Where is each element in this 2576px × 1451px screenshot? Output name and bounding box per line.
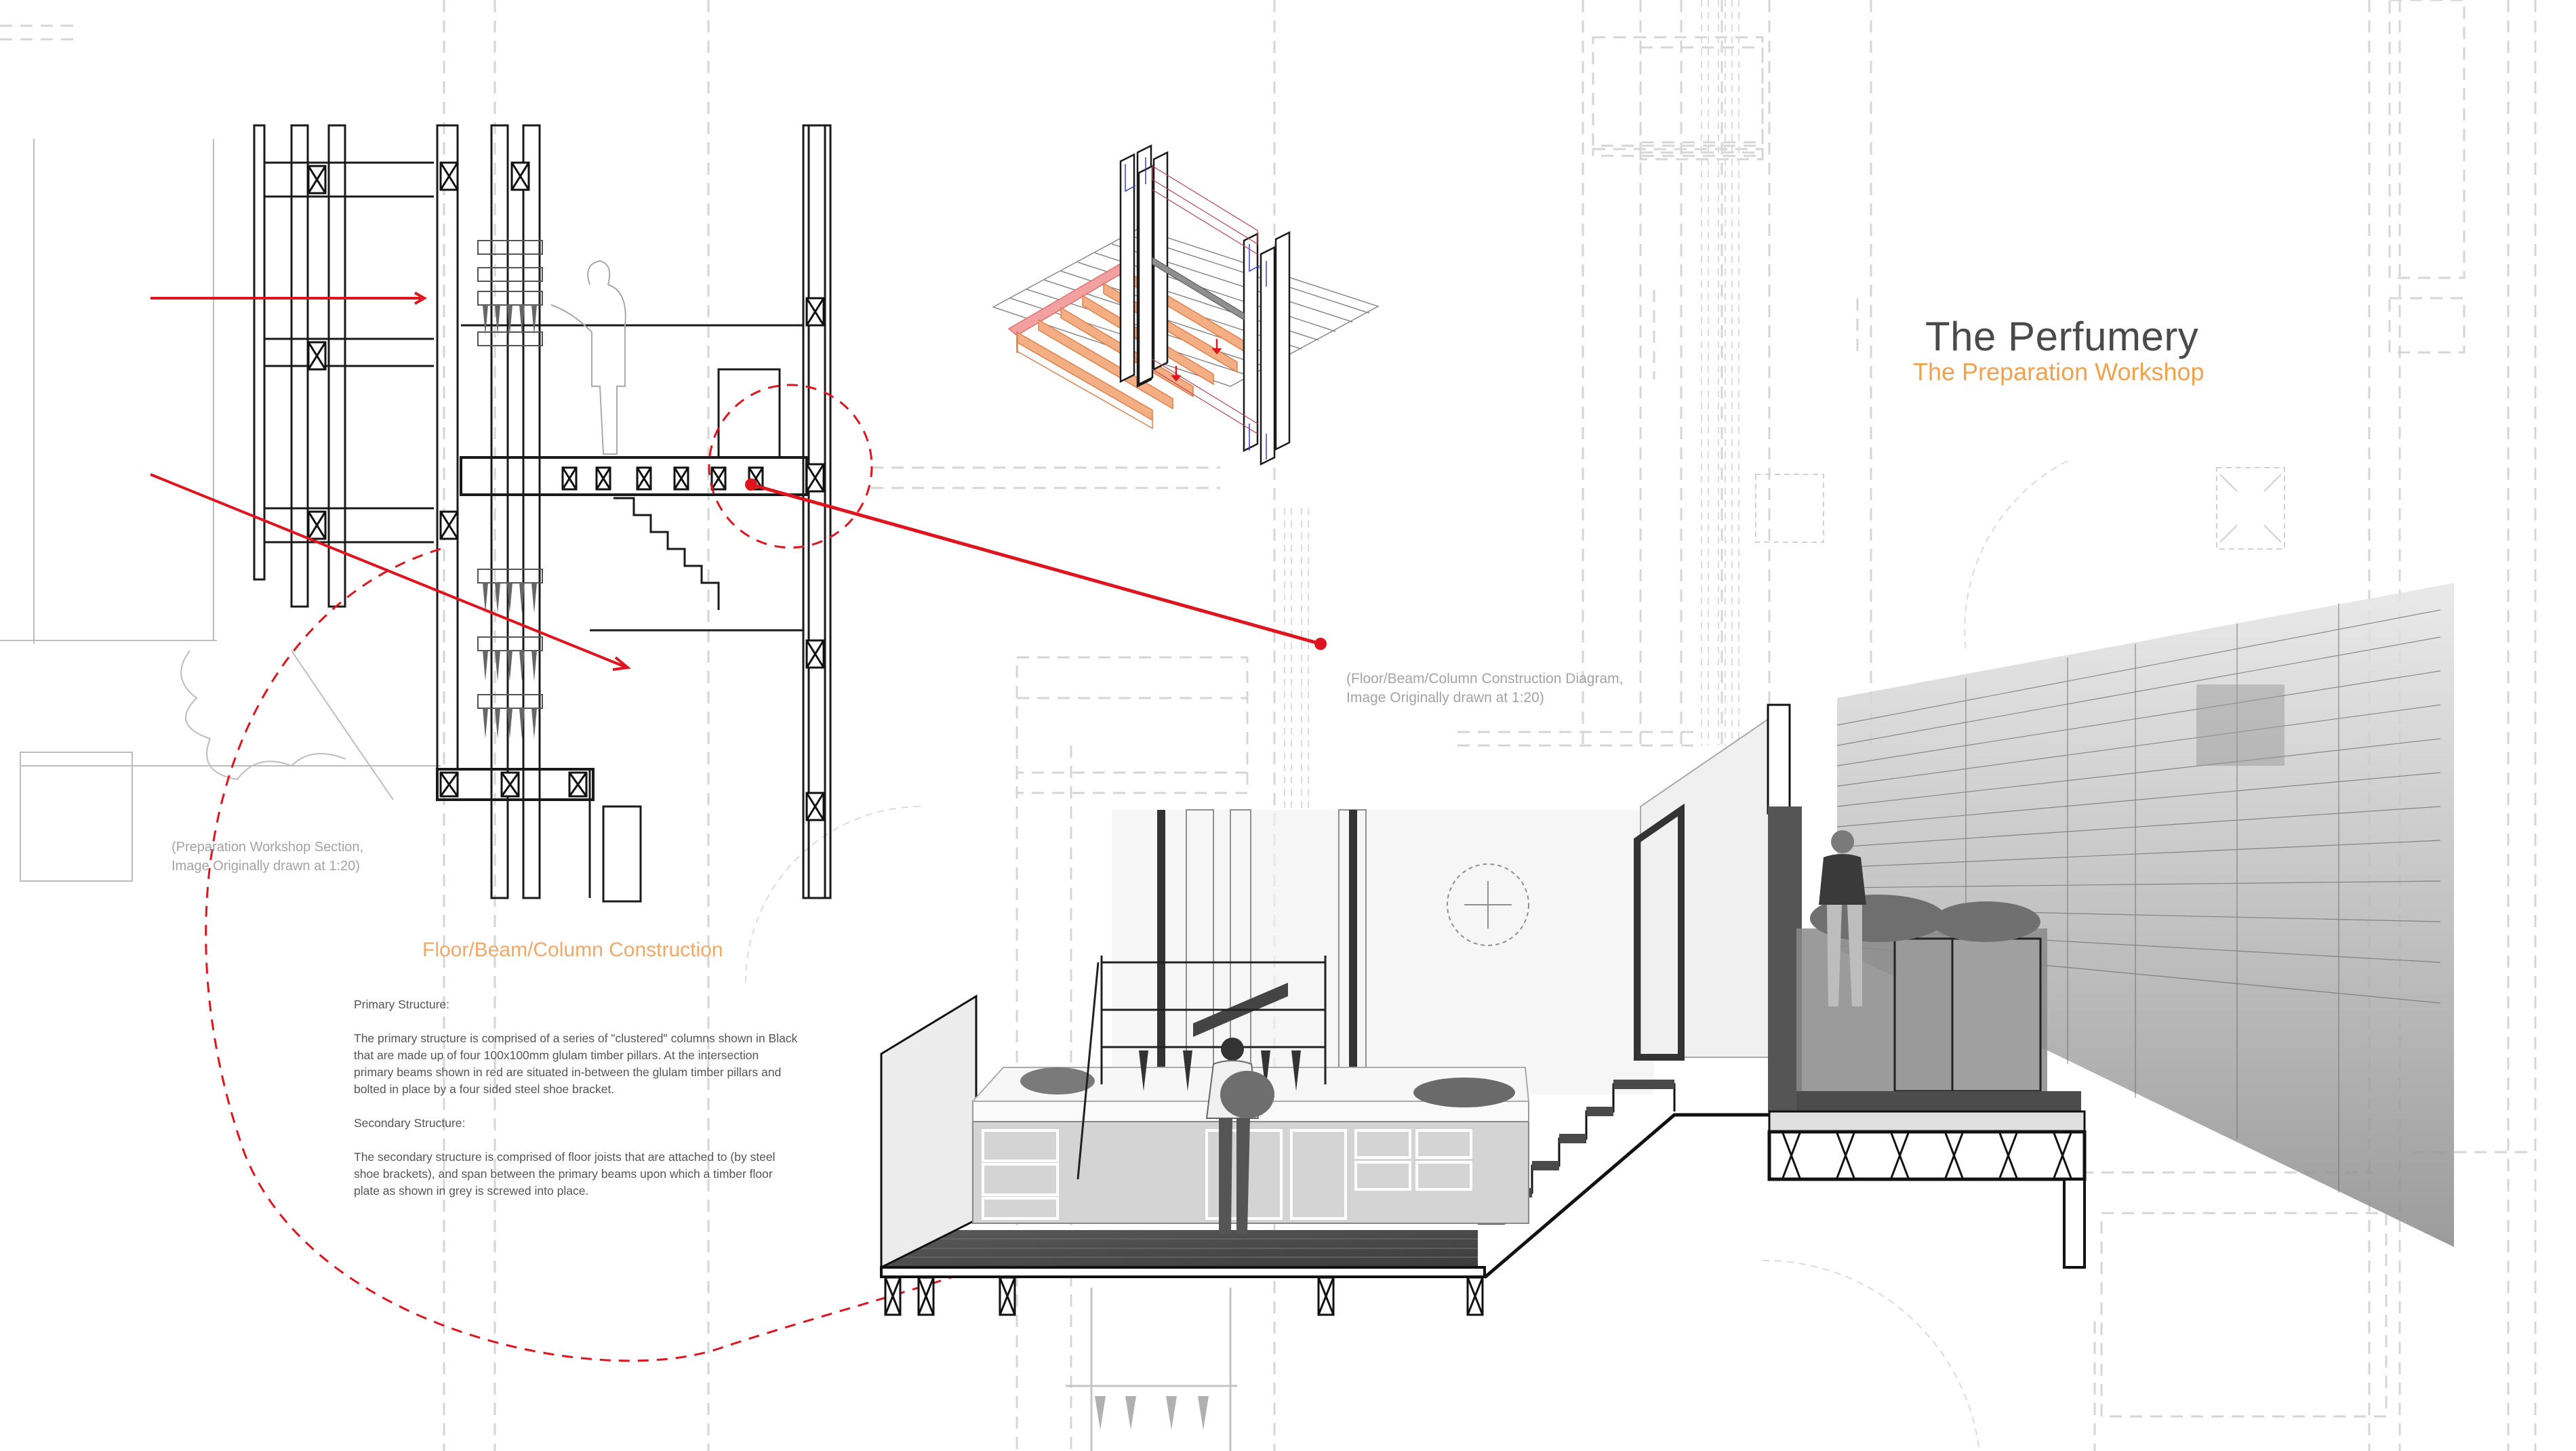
primary-structure-label: Primary Structure: (354, 998, 449, 1011)
secondary-structure-label: Secondary Structure: (354, 1116, 466, 1130)
board-subtitle: The Preparation Workshop (1913, 358, 2205, 386)
primary-structure-text: The primary structure is comprised of a … (354, 1031, 798, 1096)
caption-line: (Preparation Workshop Section, (172, 840, 364, 855)
terrace-figure (1819, 830, 1866, 1006)
caption-line: (Floor/Beam/Column Construction Diagram, (1346, 671, 1624, 687)
secondary-structure-text: The secondary structure is comprised of … (354, 1150, 776, 1198)
preparation-workshop-section-drawing (0, 124, 832, 903)
workshop-figure (1205, 1038, 1274, 1233)
section-drawing-caption: (Preparation Workshop Section, Image Ori… (172, 838, 363, 876)
board-title: The Perfumery (1925, 314, 2199, 359)
construction-notes: Primary Structure: The primary structure… (354, 996, 801, 1217)
caption-line: Image Originally drawn at 1:20) (1346, 690, 1544, 706)
caption-line: Image Originally drawn at 1:20) (172, 859, 360, 874)
isometric-diagram-caption: (Floor/Beam/Column Construction Diagram,… (1346, 670, 1623, 708)
isometric-construction-diagram (992, 144, 1380, 466)
construction-heading: Floor/Beam/Column Construction (422, 939, 723, 961)
